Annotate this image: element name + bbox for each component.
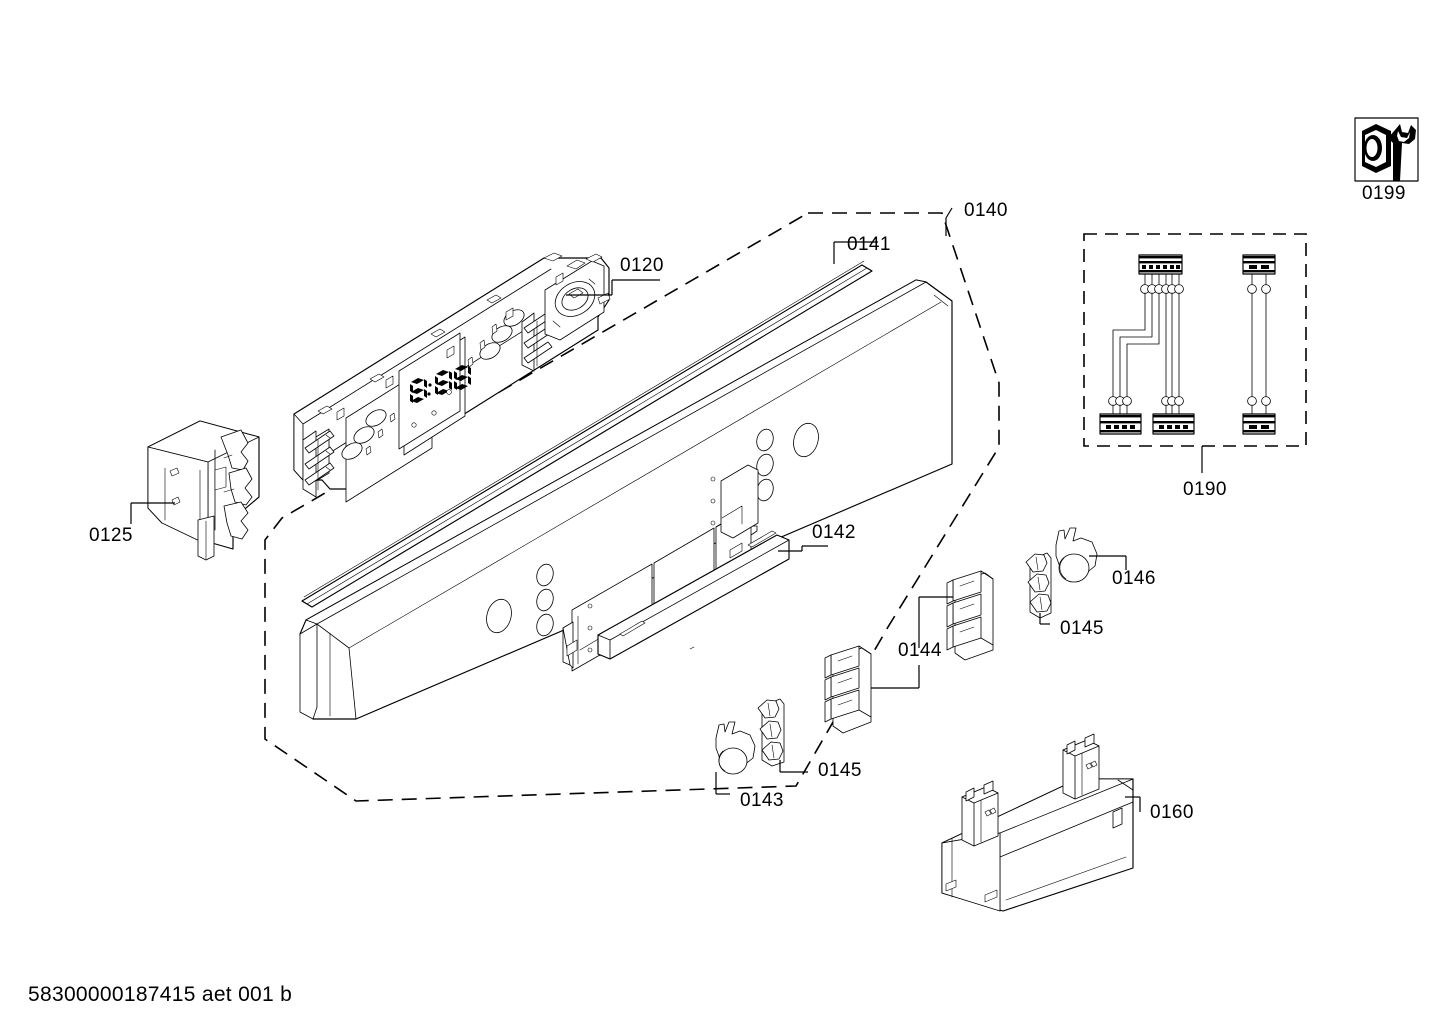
group-0190-wiring-harness: 0190 [1083,233,1307,500]
button-strip-lower [824,645,920,734]
callout-label-0125: 0125 [89,525,133,546]
harness-two-pin [1242,254,1276,435]
callout-label-0199: 0199 [1362,183,1406,204]
callout-label-0190: 0190 [1183,479,1227,500]
part-0146-selector-knob: 0146 [1055,527,1156,589]
module-connector-left [302,430,335,498]
module-knob-encoder [544,260,605,341]
callout-label-0145-lower: 0145 [818,760,862,781]
connector-top-2pin [1242,254,1276,275]
callout-label-0160: 0160 [1150,802,1194,823]
callout-label-0145-upper: 0145 [1060,618,1104,639]
connector-bottom-2pin [1242,413,1276,435]
harness-six-pin [1099,254,1195,435]
part-0141-trim-strip: 0141 [301,234,891,608]
part-0144-button-strips: 0144 [824,570,994,734]
connector-bottom-left-3pin [1099,413,1142,435]
bracket-clip-left [961,780,999,847]
assembly-boundary-0140 [264,212,1000,802]
seven-segment-display [410,365,471,403]
part-0142-insert-strip: 0142 [597,522,856,660]
callout-label-0146: 0146 [1112,568,1156,589]
callout-label-0120: 0120 [620,255,664,276]
callout-label-0140: 0140 [964,200,1008,221]
callout-label-0143: 0143 [740,790,784,811]
module-button-pads-left [341,409,396,460]
nut-and-wrench-icon [1362,124,1416,181]
callout-label-0144: 0144 [898,640,942,661]
panel-cutouts-left [486,563,554,637]
part-0120-control-module: 0120 [293,252,664,503]
button-strip-upper [918,570,994,661]
sheet-footer-code: 58300000187415 aet 001 b [28,983,292,1006]
bracket-clip-right [1062,733,1100,800]
callout-label-0141: 0141 [847,234,891,255]
callout-label-0142: 0142 [812,522,856,543]
part-0145-button-clusters: 0145 0145 [757,552,1104,781]
button-cluster-lower: 0145 [757,698,862,781]
part-0125-bracket: 0125 [89,420,260,561]
connector-top-6pin [1138,254,1183,275]
connector-bottom-right-3pin [1152,413,1195,435]
part-0160-handle-bracket: 0160 [941,733,1194,912]
button-cluster-upper: 0145 [1025,552,1104,639]
part-0143-rotary-knob: 0143 [715,721,784,811]
panel-cutouts-right [756,422,819,502]
service-icon-0199: 0199 [1354,117,1419,204]
